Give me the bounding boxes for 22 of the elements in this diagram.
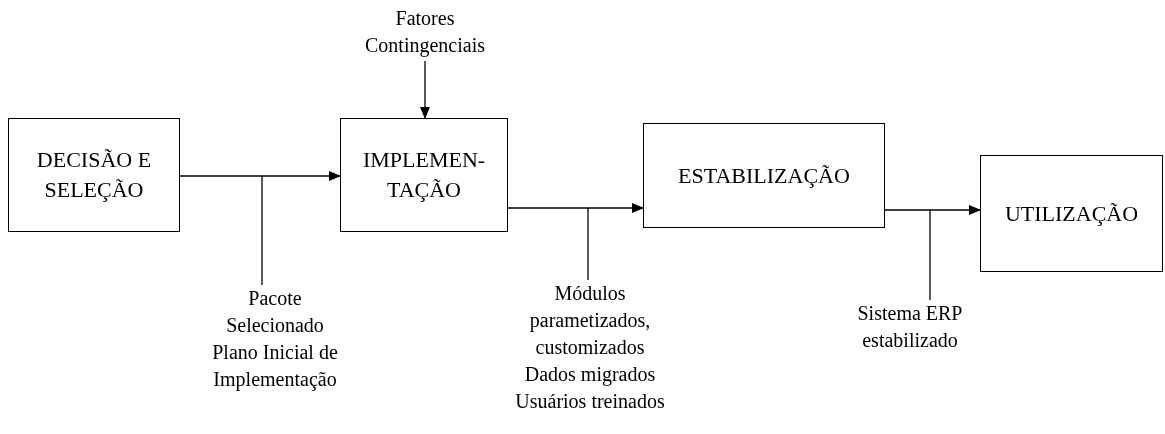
stage-label: DECISÃO E SELEÇÃO <box>35 146 153 204</box>
arrow <box>420 60 430 119</box>
stage-label: ESTABILIZAÇÃO <box>677 161 851 190</box>
annotation-text: Plano Inicial de Implementação <box>211 340 339 393</box>
stage-label: UTILIZAÇÃO <box>1003 199 1140 228</box>
process-box <box>340 118 508 232</box>
process-box <box>643 123 885 228</box>
arrow <box>179 171 341 181</box>
leader-line <box>587 207 589 281</box>
leader-line <box>929 209 931 301</box>
arrow <box>507 203 644 213</box>
annotation-text: Usuários treinados <box>515 389 665 414</box>
annotation-text: Módulos parametizados, customizados <box>528 281 652 360</box>
annotation-text: Pacote Selecionado <box>225 286 325 338</box>
annotation-text: Fatores Contingenciais <box>364 6 486 59</box>
annotation-text: Sistema ERP estabilizado <box>856 301 964 353</box>
annotation-text: Dados migrados <box>524 362 656 388</box>
arrow <box>884 205 981 215</box>
process-box <box>8 118 180 232</box>
stage-label: IMPLEMEN- TAÇÃO <box>361 146 487 204</box>
leader-line <box>261 175 263 286</box>
process-box <box>980 155 1163 272</box>
